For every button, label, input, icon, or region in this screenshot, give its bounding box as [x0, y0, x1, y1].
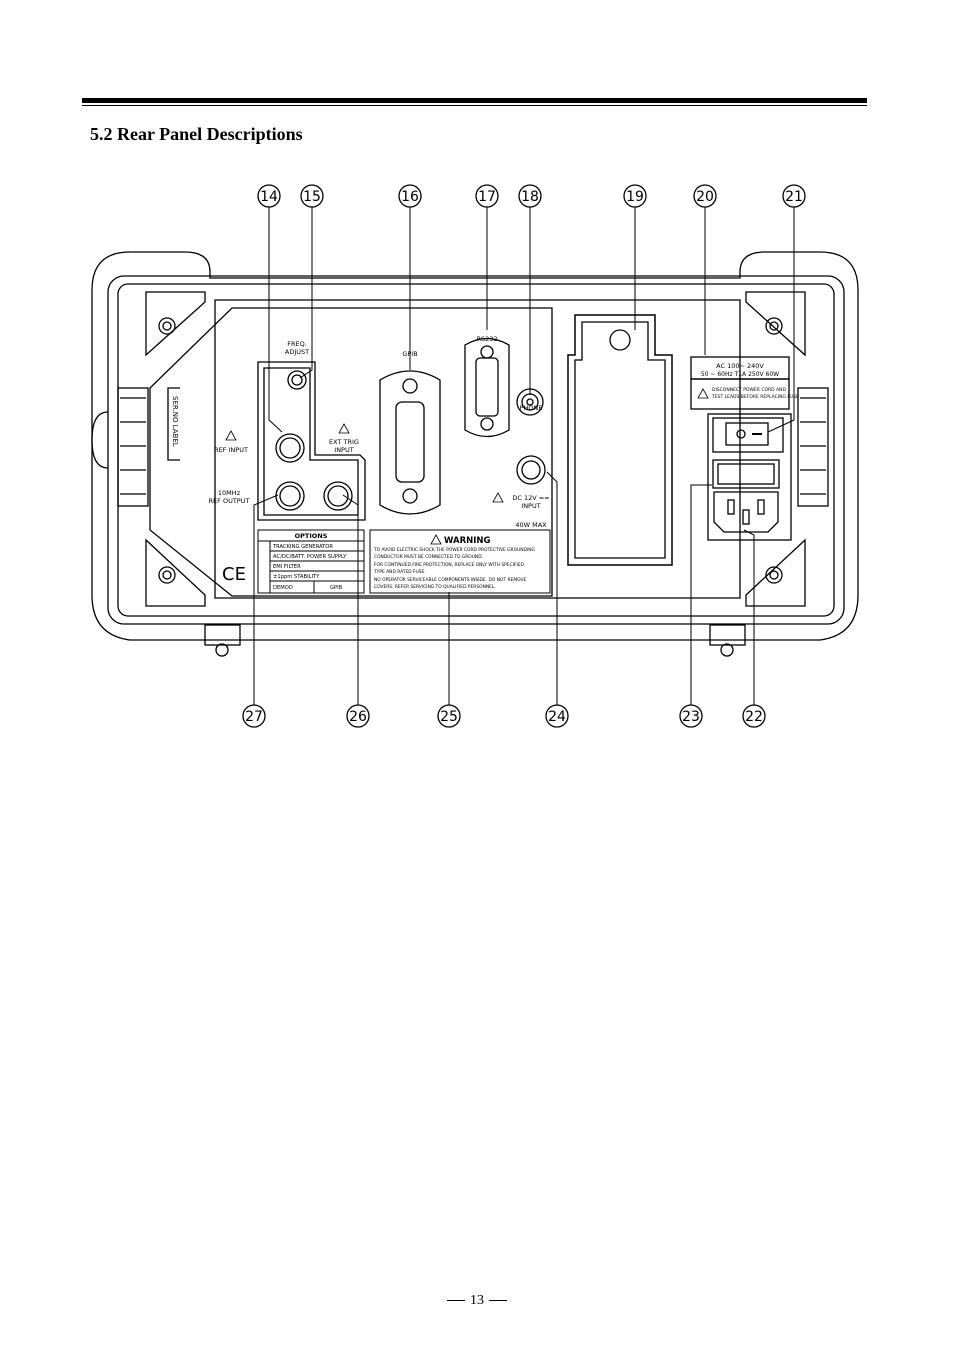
options-row-4: ±1ppm STABILITY: [273, 574, 320, 580]
dc-warning-icon: [492, 492, 504, 503]
svg-text:15: 15: [303, 189, 321, 205]
callouts-top: 14 15 16 17 18 19 20 21: [257, 184, 806, 208]
callout-26: 26: [346, 704, 370, 728]
callout-27: 27: [242, 704, 266, 728]
panel-text: SER.NO LABEL FREQ. ADJUST REF INPUT EXT …: [171, 335, 799, 591]
rs232-connector[interactable]: [464, 337, 510, 438]
warning-line-4: TYPE AND RATED FUSE.: [373, 569, 426, 575]
ref-output-label-1: 10MHz: [218, 489, 241, 497]
svg-text:19: 19: [626, 189, 644, 205]
svg-text:25: 25: [440, 709, 458, 725]
callout-19: 19: [623, 184, 647, 208]
ref-input-label: REF INPUT: [214, 446, 248, 454]
callout-17: 17: [475, 184, 499, 208]
svg-text:24: 24: [548, 709, 566, 725]
freq-adjust-trimmer[interactable]: [287, 370, 307, 390]
freq-adjust-label-1: FREQ.: [287, 340, 307, 348]
disconnect-line-1: DISCONNECT POWER CORD AND: [712, 387, 786, 393]
svg-text:14: 14: [260, 189, 278, 205]
svg-text:17: 17: [478, 189, 496, 205]
options-header: OPTIONS: [295, 532, 328, 540]
ext-trig-label-1: EXT TRIG: [329, 438, 359, 446]
rear-panel-diagram: 14 15 16 17 18 19 20 21 27 26 25 24 23 2…: [91, 184, 859, 728]
ref-output-connector[interactable]: [275, 481, 305, 511]
warning-line-5: NO OPERATOR SERVICEABLE COMPONENTS INSID…: [374, 577, 527, 583]
disconnect-line-2: TEST LEADS BEFORE REPLACING FUSE: [711, 394, 799, 400]
page-number-dash-right: [489, 1300, 507, 1302]
callout-14: 14: [257, 184, 281, 208]
phone-jack[interactable]: [516, 388, 544, 416]
ref-input-warning-icon: [225, 430, 237, 441]
warning-line-3: FOR CONTINUED FIRE PROTECTION, REPLACE O…: [374, 562, 525, 568]
ext-trig-warning-icon: [338, 423, 350, 434]
svg-text:16: 16: [401, 189, 419, 205]
header-rule-thick: [82, 98, 867, 103]
rs232-label: RS232: [476, 335, 497, 343]
callout-15: 15: [300, 184, 324, 208]
serno-label: SER.NO LABEL: [171, 396, 179, 447]
options-row-5b: GPIB: [330, 585, 343, 591]
warning-title: WARNING: [444, 536, 491, 546]
power-entry: [690, 356, 792, 541]
svg-text:20: 20: [696, 189, 714, 205]
callout-22: 22: [742, 704, 766, 728]
svg-text:27: 27: [245, 709, 263, 725]
page-number: 13: [0, 1293, 954, 1309]
power-switch[interactable]: [725, 422, 769, 446]
section-title: 5.2 Rear Panel Descriptions: [90, 124, 303, 144]
callout-25: 25: [437, 704, 461, 728]
svg-text:18: 18: [521, 189, 539, 205]
dc-input-label-1: DC 12V ==: [512, 494, 549, 502]
ref-input-connector[interactable]: [275, 433, 305, 463]
options-row-1: TRACKING GENERATOR: [272, 544, 333, 550]
page-number-value: 13: [470, 1293, 484, 1308]
gpib-label: GPIB: [402, 350, 417, 358]
svg-text:26: 26: [349, 709, 367, 725]
options-row-2: AC/DC/BATT. POWER SUPPLY: [273, 554, 347, 560]
dc-input-label-3: 40W MAX: [515, 521, 547, 529]
ref-output-label-2: REF OUTPUT: [209, 497, 250, 505]
ext-trig-input-connector[interactable]: [323, 481, 353, 511]
svg-text:22: 22: [745, 709, 763, 725]
ac-rating-line-1: AC 100~ 240V: [716, 362, 764, 370]
ext-trig-label-2: INPUT: [334, 446, 353, 454]
svg-text:23: 23: [682, 709, 700, 725]
callout-20: 20: [693, 184, 717, 208]
warning-line-1: TO AVOID ELECTRIC SHOCK THE POWER CORD P…: [373, 547, 536, 553]
dc-input-jack[interactable]: [516, 455, 546, 485]
header-rule-thin: [82, 105, 867, 106]
options-row-3: EMI FILTER: [273, 564, 301, 570]
fuse-holder[interactable]: [712, 459, 780, 489]
options-row-5a: DEMOD: [273, 585, 293, 591]
battery-cover: [567, 314, 673, 566]
gpib-connector[interactable]: [379, 370, 441, 515]
dc-input-label-2: INPUT: [521, 502, 540, 510]
warning-box: [369, 529, 551, 594]
callout-21: 21: [782, 184, 806, 208]
ac-inlet[interactable]: [713, 491, 779, 533]
ce-mark: CE: [222, 564, 246, 585]
callout-18: 18: [518, 184, 542, 208]
callout-24: 24: [545, 704, 569, 728]
phone-label: PHONE: [520, 404, 543, 412]
chassis: [91, 251, 859, 657]
options-table: [257, 529, 365, 594]
warning-line-2: CONDUCTOR MUST BE CONNECTED TO GROUND.: [374, 554, 483, 560]
connector-group: [257, 361, 366, 521]
ac-rating-line-2: 50 ~ 60Hz T1A 250V 60W: [701, 371, 779, 378]
warning-icon: [430, 534, 442, 545]
warning-line-6: COVERS. REFER SERVICING TO QUALIFIED PER…: [374, 584, 496, 590]
leader-lines: [253, 207, 795, 705]
fuse-warning-icon: [697, 388, 709, 399]
page-number-dash-left: [447, 1300, 465, 1302]
callout-23: 23: [679, 704, 703, 728]
svg-text:21: 21: [785, 189, 803, 205]
callout-16: 16: [398, 184, 422, 208]
callouts-bottom: 27 26 25 24 23 22: [242, 704, 766, 728]
freq-adjust-label-2: ADJUST: [285, 348, 309, 356]
